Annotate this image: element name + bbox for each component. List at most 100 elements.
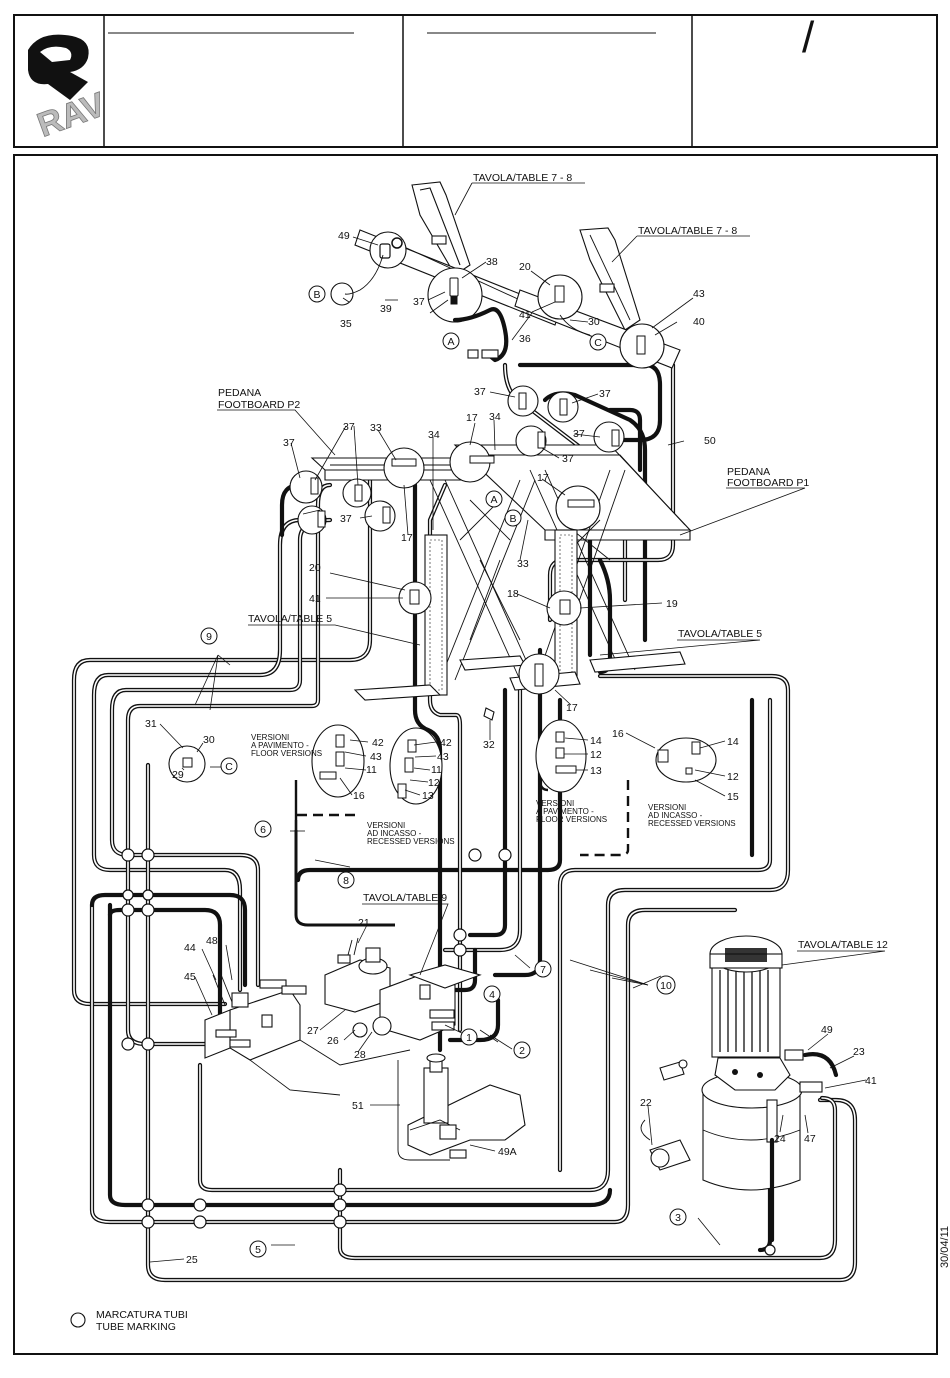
tube-marker-5: 5 [249, 1240, 267, 1258]
part-32: 32 [483, 739, 495, 751]
part-43-c: 43 [693, 288, 705, 300]
tube-marker-2: 2 [513, 1041, 531, 1059]
recessed-versions-left-1: VERSIONI [367, 821, 405, 830]
part-24: 24 [774, 1133, 786, 1145]
fitting-glyphs [182, 237, 701, 799]
table-ref-5-right: TAVOLA/TABLE 5 [678, 628, 762, 640]
part-12-b: 12 [590, 749, 602, 761]
tube-marker-10: 10 [656, 975, 676, 995]
tube-marker-7: 7 [534, 960, 552, 978]
floor-versions-left-3: FLOOR VERSIONS [251, 749, 322, 758]
recessed-versions-right-2: AD INCASSO - [648, 811, 703, 820]
table-ref-9: TAVOLA/TABLE 9 [363, 892, 447, 904]
part-40: 40 [693, 316, 705, 328]
tube-marker-3: 3 [669, 1208, 687, 1226]
table-ref-12: TAVOLA/TABLE 12 [798, 939, 888, 951]
tube-marker-9: 9 [200, 627, 218, 645]
part-31: 31 [145, 718, 157, 730]
part-18: 18 [507, 588, 519, 600]
floor-versions-left-2: A PAVIMENTO - [251, 741, 309, 750]
footboard-p2-label-en: FOOTBOARD P2 [218, 399, 300, 411]
part-17-b: 17 [537, 472, 549, 484]
rav-logo: RAV [28, 34, 111, 145]
tube-marking-symbol [70, 1312, 86, 1328]
part-27: 27 [307, 1025, 319, 1037]
part-11-b: 11 [431, 764, 442, 776]
part-14-b: 14 [727, 736, 739, 748]
table-ref-7-8-right: TAVOLA/TABLE 7 - 8 [638, 225, 737, 237]
part-37-g: 37 [343, 421, 355, 433]
svg-text:2: 2 [519, 1045, 525, 1057]
thin-tubes-top [344, 254, 591, 363]
part-37-h: 37 [340, 513, 352, 525]
footboard-p1-label-it: PEDANA [727, 466, 770, 478]
svg-text:C: C [225, 761, 233, 773]
part-16-a: 16 [353, 790, 365, 802]
tube-marker-6: 6 [254, 820, 272, 838]
part-51: 51 [352, 1100, 364, 1112]
part-12-c: 12 [727, 771, 739, 783]
svg-text:8: 8 [343, 875, 349, 887]
part-30-b: 30 [203, 734, 215, 746]
floor-versions-left-1: VERSIONI [251, 733, 289, 742]
part-43-a: 43 [370, 751, 382, 763]
part-29: 29 [172, 769, 184, 781]
tube-marker-c-mid: C [220, 757, 238, 775]
logo-text: RAV [32, 85, 110, 145]
tube-marker-4: 4 [483, 985, 501, 1003]
svg-text:7: 7 [540, 964, 546, 976]
recessed-versions-left-2: AD INCASSO - [367, 829, 422, 838]
recessed-versions-left-3: RECESSED VERSIONS [367, 837, 455, 846]
tube-marker-1: 1 [460, 1028, 478, 1046]
drawing-frame [13, 154, 938, 1355]
part-37-a: 37 [413, 296, 425, 308]
part-47: 47 [804, 1133, 816, 1145]
part-42-a: 42 [372, 737, 384, 749]
svg-text:B: B [313, 289, 320, 301]
floor-versions-right-3: FLOOR VERSIONS [536, 815, 607, 824]
tube-marker-c-top: C [589, 333, 607, 351]
part-33-a: 33 [370, 422, 382, 434]
svg-text:B: B [509, 513, 516, 525]
svg-text:10: 10 [660, 980, 672, 992]
part-20-a: 20 [519, 261, 531, 273]
floor-versions-right-1: VERSIONI [536, 799, 574, 808]
svg-text:1: 1 [466, 1032, 472, 1044]
part-49-b: 49 [821, 1024, 833, 1036]
svg-text:A: A [490, 494, 497, 506]
part-22: 22 [640, 1097, 652, 1109]
part-50: 50 [704, 435, 716, 447]
legend-line-it: MARCATURA TUBI [96, 1309, 188, 1321]
part-33-b: 33 [517, 558, 529, 570]
part-30-a: 30 [588, 316, 600, 328]
table-ref-7-8-left: TAVOLA/TABLE 7 - 8 [473, 172, 572, 184]
title-block: / [13, 13, 938, 148]
svg-text:4: 4 [489, 989, 495, 1001]
tube-markers: 1 2 3 4 5 6 7 8 9 10 A A B B C C [200, 285, 687, 1258]
part-13-b: 13 [590, 765, 602, 777]
svg-text:3: 3 [675, 1212, 681, 1224]
part-19: 19 [666, 598, 678, 610]
part-42-b: 42 [440, 737, 452, 749]
part-12-a: 12 [428, 777, 440, 789]
misc-parts [212, 707, 495, 1006]
part-37-c: 37 [599, 388, 611, 400]
recessed-versions-right-1: VERSIONI [648, 803, 686, 812]
part-number-labels: 11 11 12 12 12 13 13 14 14 15 16 16 17 1… [145, 230, 877, 1266]
dashed-lines [294, 740, 630, 927]
part-43-b: 43 [437, 751, 449, 763]
valve-block [204, 947, 482, 1096]
svg-text:C: C [594, 337, 602, 349]
part-13-a: 13 [422, 790, 434, 802]
legend: MARCATURA TUBI TUBE MARKING [70, 1309, 188, 1333]
tube-marker-a-mid: A [485, 490, 503, 508]
part-11-a: 11 [366, 764, 377, 776]
part-38: 38 [486, 256, 498, 268]
part-41-b: 41 [309, 593, 321, 605]
part-15: 15 [727, 791, 739, 803]
part-17-d: 17 [566, 702, 578, 714]
part-25: 25 [186, 1254, 198, 1266]
scissor-lift-left [353, 479, 536, 701]
floor-versions-right-2: A PAVIMENTO - [536, 807, 594, 816]
